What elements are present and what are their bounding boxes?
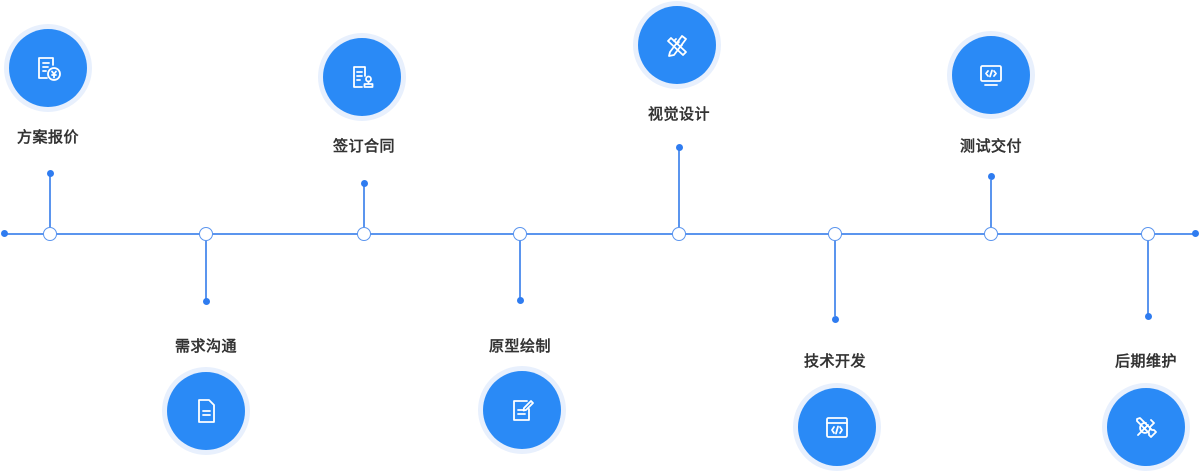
connector-line — [363, 186, 365, 227]
connector-dot — [46, 170, 54, 177]
connector-dot — [675, 144, 683, 151]
step-badge — [318, 33, 406, 121]
monitor-code-icon — [980, 65, 1002, 86]
connector-dot — [987, 173, 995, 180]
connector-dot — [1144, 313, 1152, 320]
timeline-node — [828, 227, 842, 241]
step-label: 测试交付 — [959, 138, 1022, 155]
step-label: 后期维护 — [1114, 353, 1177, 370]
connector-line — [1147, 241, 1149, 314]
step-label: 方案报价 — [16, 129, 79, 146]
step-badge — [793, 383, 881, 471]
design-tools-icon — [667, 35, 687, 57]
connector-dot — [516, 297, 524, 304]
code-window-icon — [826, 417, 848, 438]
step-label: 原型绘制 — [488, 338, 551, 355]
connector-dot — [360, 180, 368, 187]
step-label: 需求沟通 — [174, 338, 237, 355]
step-badge — [478, 366, 566, 454]
connector-line — [834, 241, 836, 316]
connector-dot — [202, 298, 210, 305]
timeline-node — [1141, 227, 1155, 241]
step-label: 视觉设计 — [647, 106, 710, 123]
connector-dot — [831, 316, 839, 323]
timeline-node — [984, 227, 998, 241]
document-icon — [198, 399, 215, 423]
connector-line — [205, 241, 207, 300]
connector-line — [990, 180, 992, 227]
step-badge — [1102, 383, 1190, 471]
connector-line — [678, 150, 680, 227]
step-label: 技术开发 — [803, 353, 866, 370]
timeline-node — [43, 227, 57, 241]
timeline-node — [357, 227, 371, 241]
timeline-node — [513, 227, 527, 241]
axis-end-dot — [1192, 230, 1199, 237]
axis-start-dot — [1, 230, 8, 237]
connector-line — [519, 241, 521, 298]
quote-document-icon — [38, 57, 61, 81]
timeline-node — [672, 227, 686, 241]
step-badge — [633, 1, 721, 89]
wrench-screwdriver-icon — [1136, 417, 1157, 438]
step-label: 签订合同 — [332, 138, 395, 155]
connector-line — [49, 174, 51, 227]
step-badge — [947, 31, 1035, 119]
timeline-node — [199, 227, 213, 241]
step-badge — [162, 367, 250, 455]
edit-document-icon — [513, 400, 534, 421]
timeline-axis — [4, 233, 1196, 235]
contract-stamp-icon — [353, 66, 374, 88]
step-badge — [4, 24, 92, 112]
